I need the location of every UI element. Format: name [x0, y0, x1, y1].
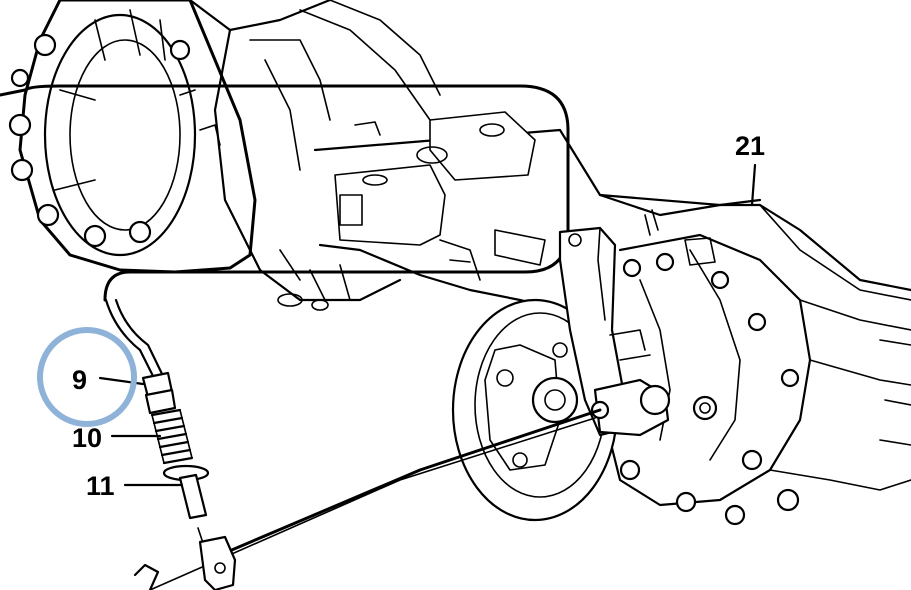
part-10-spring	[150, 408, 194, 465]
part-9-cable-fitting	[141, 371, 177, 415]
callout-9: 9	[72, 365, 87, 395]
axle-tube	[313, 111, 762, 312]
callout-frame	[0, 84, 570, 302]
leader-21	[750, 163, 757, 207]
axle-housing-left	[179, 0, 441, 311]
callout-11: 11	[86, 471, 115, 501]
differential-housing	[598, 193, 911, 526]
callout-10: 10	[72, 423, 102, 453]
highlight-ring	[37, 327, 137, 427]
brake-cable	[104, 298, 602, 590]
callout-21: 21	[735, 131, 765, 161]
part-11-washer-rod	[133, 464, 237, 590]
brake-lever	[558, 226, 671, 437]
